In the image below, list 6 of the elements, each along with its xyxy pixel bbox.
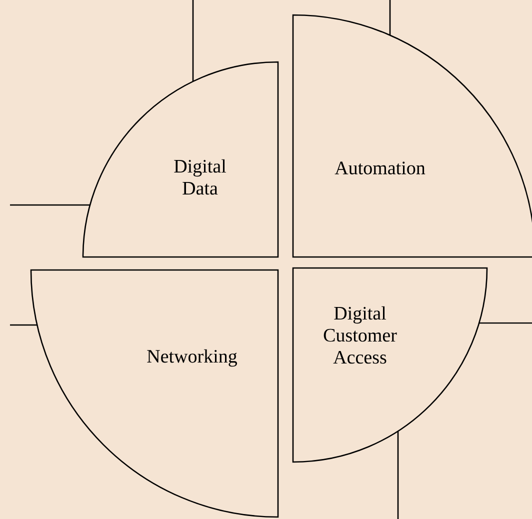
quarter-circle-sector: Automation <box>292 14 532 258</box>
quarter-circle-sector: Networking <box>30 269 279 518</box>
quarter-circle-sector: Digital Customer Access <box>292 267 488 463</box>
node-label: Automation <box>334 162 426 174</box>
node-label: Networking <box>147 349 238 367</box>
quarter-circle-sector: Digital Data <box>82 61 279 258</box>
